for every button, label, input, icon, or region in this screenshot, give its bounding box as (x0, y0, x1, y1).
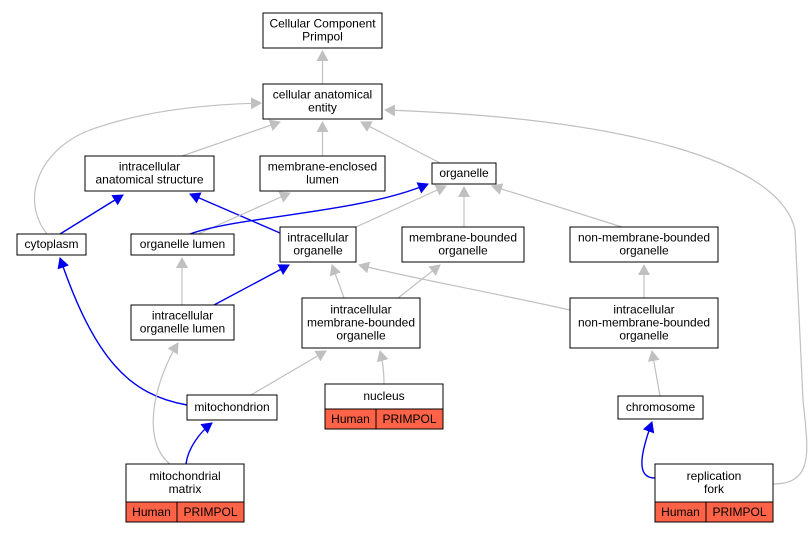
node-box (130, 233, 235, 256)
edge-io-to-organelle (355, 184, 447, 228)
node-box (130, 304, 235, 341)
node-label-line: organelle (619, 329, 669, 343)
node-mito[interactable]: mitochondrion (186, 394, 278, 421)
node-label-line: membrane-bounded (307, 316, 415, 330)
node-box (401, 226, 525, 263)
node-label-line: entity (308, 101, 337, 115)
node-box (16, 233, 87, 256)
edge-nmbo-to-organelle (491, 183, 623, 228)
node-label-line: Primpol (302, 30, 343, 44)
node-label-line: replication (687, 469, 742, 483)
species-tag: Human (331, 412, 370, 426)
node-box (259, 155, 386, 192)
gene-tag-box (176, 501, 245, 523)
node-label-line: anatomical structure (95, 173, 203, 187)
node-label-line: cytoplasm (24, 237, 78, 251)
edge-iol-to-io (213, 264, 290, 306)
edge-imbo-to-mbo (397, 264, 441, 299)
node-inmbo[interactable]: intracellularnon-membrane-boundedorganel… (569, 297, 719, 349)
edge-inmbo-to-io (358, 261, 571, 311)
node-label-line: organelle (438, 244, 488, 258)
node-label-line: lumen (306, 173, 339, 187)
node-label-line: membrane-bounded (409, 231, 517, 245)
edge-chromosome-to-inmbo (647, 350, 661, 397)
edge-imbo-to-io (329, 264, 345, 299)
node-label-line: Cellular Component (269, 17, 376, 31)
edge-fork-to-cae (384, 104, 808, 485)
edge-organelle-to-cae (360, 121, 441, 164)
node-box (431, 162, 497, 185)
node-box (279, 226, 357, 263)
node-box (301, 297, 421, 349)
node-label-line: intracellular (152, 309, 213, 323)
node-label-line: cellular anatomical (273, 88, 372, 102)
gene-tag-box (375, 408, 444, 430)
edge-cytoplasm-to-cae (33, 97, 262, 235)
node-label-line: non-membrane-bounded (578, 316, 710, 330)
node-label-line: intracellular (287, 231, 348, 245)
node-box (262, 12, 383, 49)
node-label-line: organelle lumen (140, 237, 225, 251)
node-label-line: membrane-enclosed (268, 160, 377, 174)
edge-matrix-to-mito (185, 422, 213, 465)
node-box (84, 155, 215, 192)
edge-cytoplasm-to-ias (59, 194, 124, 235)
gene-tag: PRIMPOL (382, 412, 436, 426)
edge-mito-to-cytoplasm (57, 257, 188, 406)
node-label-line: mitochondrial (149, 469, 220, 483)
edge-ol-to-organelle (189, 182, 429, 235)
node-label-line: non-membrane-bounded (578, 231, 710, 245)
edge-fork-to-chromosome (641, 421, 656, 479)
node-box (569, 226, 719, 263)
species-tag: Human (132, 505, 171, 519)
node-chromosome[interactable]: chromosome (617, 395, 704, 420)
node-label-line: organelle (439, 166, 489, 180)
node-label-line: organelle (336, 329, 386, 343)
node-box (186, 394, 278, 421)
node-label-line: organelle (619, 244, 669, 258)
edge-io-to-ias (189, 192, 281, 234)
node-label-line: intracellular (119, 160, 180, 174)
edge-nucleus-to-imbo (376, 350, 389, 385)
node-label-line: nucleus (363, 389, 404, 403)
node-label-line: matrix (169, 482, 202, 496)
node-label-line: intracellular (613, 303, 674, 317)
node-box (262, 83, 383, 120)
node-label-line: fork (704, 482, 725, 496)
node-box (617, 395, 704, 420)
node-label-line: chromosome (626, 400, 696, 414)
gene-tag-box (705, 501, 774, 523)
gene-tag: PRIMPOL (183, 505, 237, 519)
gene-tag: PRIMPOL (712, 505, 766, 519)
node-ol[interactable]: organelle lumen (130, 233, 235, 256)
node-label-line: mitochondrion (194, 400, 269, 414)
node-label-line: intracellular (330, 303, 391, 317)
node-box (569, 297, 719, 349)
node-cytoplasm[interactable]: cytoplasm (16, 233, 87, 256)
edges-layer (33, 50, 808, 485)
node-label-line: organelle (293, 244, 343, 258)
node-label-line: organelle lumen (140, 322, 225, 336)
edge-ias-to-cae (181, 119, 281, 157)
edge-mito-to-imbo (250, 350, 327, 396)
edge-matrix-to-iol (152, 342, 179, 465)
species-tag: Human (661, 505, 700, 519)
node-organelle[interactable]: organelle (431, 162, 497, 185)
